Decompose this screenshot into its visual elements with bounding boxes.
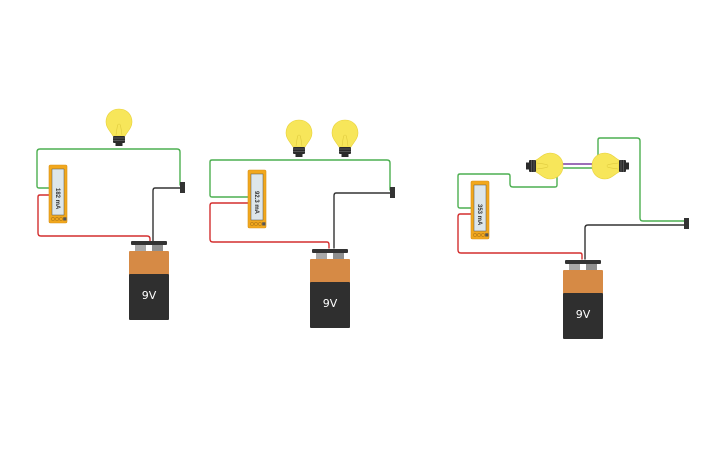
battery-label: 9V <box>323 297 338 310</box>
circuit-1: 182 mA 9V <box>36 108 185 320</box>
wire-black[interactable] <box>152 187 184 242</box>
multimeter-reading: 182 mA <box>54 188 60 210</box>
multimeter[interactable]: 92.3 mA <box>247 169 267 229</box>
battery-label: 9V <box>142 289 157 302</box>
switch-connector[interactable] <box>684 218 689 229</box>
wire-green[interactable] <box>209 159 391 198</box>
battery-label: 9V <box>576 308 591 321</box>
wire-red[interactable] <box>37 194 151 242</box>
battery-9v[interactable]: 9V <box>310 249 350 328</box>
circuit-3: 353 mA 9V <box>457 137 689 339</box>
light-bulb[interactable] <box>105 108 133 147</box>
multimeter[interactable]: 182 mA <box>48 164 68 224</box>
wire-green[interactable] <box>457 167 561 209</box>
wire-red[interactable] <box>457 213 583 260</box>
switch-connector[interactable] <box>390 187 395 198</box>
multimeter[interactable]: 353 mA <box>470 180 490 240</box>
switch-connector[interactable] <box>180 182 185 193</box>
wire-black[interactable] <box>333 192 393 249</box>
multimeter-reading: 353 mA <box>476 204 482 226</box>
wire-black[interactable] <box>584 224 688 260</box>
multimeter-reading: 92.3 mA <box>253 191 259 215</box>
circuit-2: 92.3 mA 9V <box>209 119 395 328</box>
light-bulb[interactable] <box>525 152 564 180</box>
light-bulb[interactable] <box>285 119 313 158</box>
light-bulb[interactable] <box>331 119 359 158</box>
wire-red[interactable] <box>209 202 330 249</box>
battery-9v[interactable]: 9V <box>129 241 169 320</box>
wire-green[interactable] <box>556 137 688 222</box>
wire-green[interactable] <box>36 148 181 189</box>
battery-9v[interactable]: 9V <box>563 260 603 339</box>
light-bulb[interactable] <box>591 152 630 180</box>
